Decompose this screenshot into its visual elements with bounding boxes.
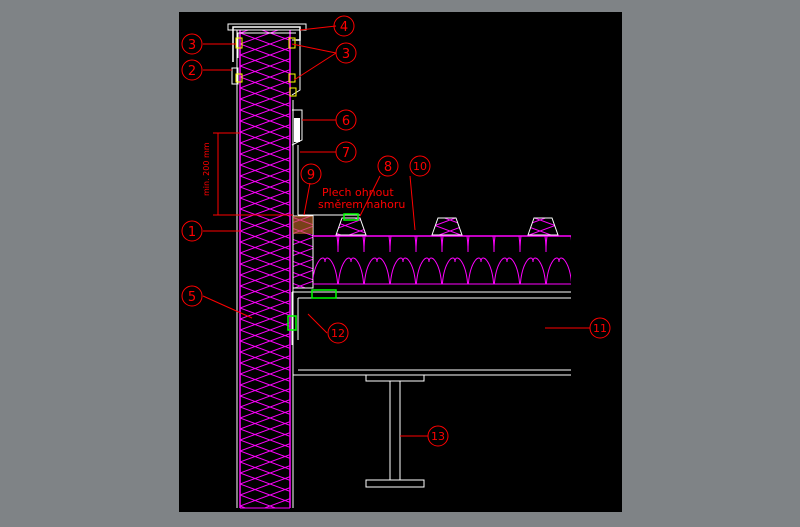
callout-5[interactable]: 5 <box>181 285 203 307</box>
callout-8[interactable]: 8 <box>377 155 399 177</box>
callout-12[interactable]: 12 <box>327 322 349 344</box>
callout-2[interactable]: 2 <box>181 59 203 81</box>
svg-text:12: 12 <box>331 327 345 340</box>
steel-i-beam <box>365 374 425 488</box>
svg-text:13: 13 <box>431 430 445 443</box>
note-line-1: Plech ohnout <box>322 186 394 199</box>
attic-flashing <box>227 23 307 146</box>
dimension-text: min. 200 mm <box>202 142 211 196</box>
callout-13[interactable]: 13 <box>427 425 449 447</box>
vertical-flashing <box>292 145 299 215</box>
roof-insulation-layer <box>298 213 571 285</box>
callout-3a[interactable]: 3 <box>181 33 203 55</box>
callout-11[interactable]: 11 <box>589 317 611 339</box>
svg-text:5: 5 <box>188 290 196 305</box>
svg-text:9: 9 <box>307 168 315 183</box>
svg-text:11: 11 <box>593 322 607 335</box>
svg-text:3: 3 <box>342 47 350 62</box>
leader-lines <box>202 25 590 437</box>
bending-note: Plech ohnout směrem nahoru <box>318 186 405 211</box>
svg-text:7: 7 <box>342 146 350 161</box>
callout-10[interactable]: 10 <box>409 155 431 177</box>
svg-text:10: 10 <box>413 160 427 173</box>
callout-3b[interactable]: 3 <box>335 42 357 64</box>
roof-deck <box>287 289 571 376</box>
callout-6[interactable]: 6 <box>335 109 357 131</box>
svg-text:2: 2 <box>188 64 196 79</box>
dimension-min-200: min. 200 mm <box>202 132 293 216</box>
svg-text:4: 4 <box>340 20 348 35</box>
callout-9[interactable]: 9 <box>300 163 322 185</box>
callout-1[interactable]: 1 <box>181 220 203 242</box>
svg-text:6: 6 <box>342 114 350 129</box>
svg-text:1: 1 <box>188 225 196 240</box>
callout-4[interactable]: 4 <box>333 15 355 37</box>
svg-text:8: 8 <box>384 160 392 175</box>
wall-sandwich-panel <box>236 30 294 509</box>
note-line-2: směrem nahoru <box>318 198 405 211</box>
edge-insulation <box>292 215 314 289</box>
callout-7[interactable]: 7 <box>335 141 357 163</box>
svg-text:3: 3 <box>188 38 196 53</box>
